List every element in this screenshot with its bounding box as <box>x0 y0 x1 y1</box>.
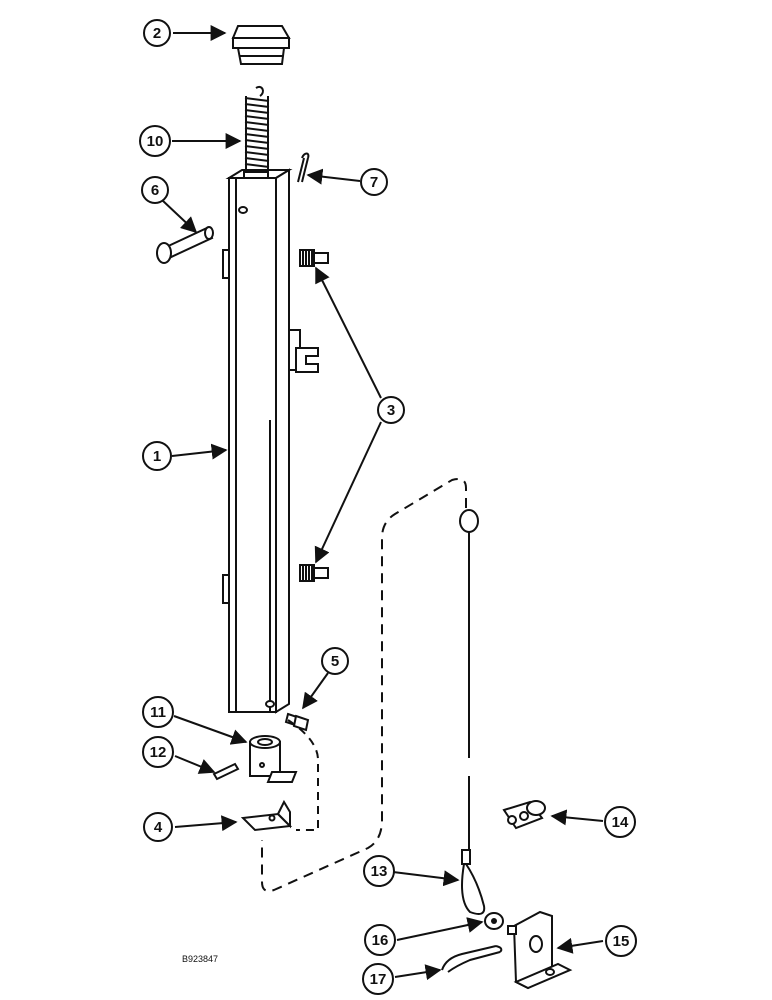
collar-part <box>249 735 298 783</box>
callout-3: 3 <box>377 396 405 424</box>
svg-text:7: 7 <box>370 174 378 191</box>
callout-15: 15 <box>605 925 637 957</box>
svg-text:15: 15 <box>613 933 630 950</box>
angle-bracket-part <box>507 910 573 990</box>
svg-text:17: 17 <box>370 971 387 988</box>
cable-part <box>459 509 486 915</box>
collar-route-dashed-line <box>287 719 319 831</box>
leader-lines <box>161 25 604 981</box>
bolt-lower-part <box>299 564 329 582</box>
callout-11: 11 <box>142 696 174 728</box>
callout-13: 13 <box>363 855 395 887</box>
callout-17: 17 <box>362 963 394 995</box>
svg-text:1: 1 <box>153 448 161 465</box>
bolt-upper-part <box>299 249 329 267</box>
svg-text:11: 11 <box>150 704 166 721</box>
svg-text:13: 13 <box>371 863 388 880</box>
callout-14: 14 <box>604 806 636 838</box>
tube-part <box>222 168 319 714</box>
callout-2: 2 <box>143 19 171 47</box>
callout-4: 4 <box>143 812 173 842</box>
svg-text:2: 2 <box>153 25 161 42</box>
pin-part <box>156 226 214 264</box>
svg-text:5: 5 <box>331 653 339 670</box>
clip-part <box>502 800 546 830</box>
svg-text:12: 12 <box>150 744 167 761</box>
svg-text:6: 6 <box>151 182 159 199</box>
washer-part <box>484 912 504 930</box>
callout-5: 5 <box>321 647 349 675</box>
screw-part <box>284 712 310 732</box>
callout-1: 1 <box>142 441 172 471</box>
svg-text:16: 16 <box>372 932 389 949</box>
callout-6: 6 <box>141 176 169 204</box>
spring-part <box>244 86 270 176</box>
cable-route-dashed-line <box>261 478 467 892</box>
svg-text:3: 3 <box>387 402 395 419</box>
hair-pin-part <box>441 945 503 973</box>
callout-7: 7 <box>360 168 388 196</box>
callout-10: 10 <box>139 125 171 157</box>
cap-part <box>231 25 291 65</box>
callout-16: 16 <box>364 924 396 956</box>
roll-pin-part <box>212 762 240 781</box>
figure-id: B923847 <box>182 954 218 964</box>
bracket-lower-part <box>240 799 293 832</box>
cotter-pin-part <box>297 152 310 183</box>
svg-text:14: 14 <box>612 814 629 831</box>
callout-12: 12 <box>142 736 174 768</box>
svg-text:10: 10 <box>147 133 164 150</box>
svg-text:4: 4 <box>154 819 163 836</box>
